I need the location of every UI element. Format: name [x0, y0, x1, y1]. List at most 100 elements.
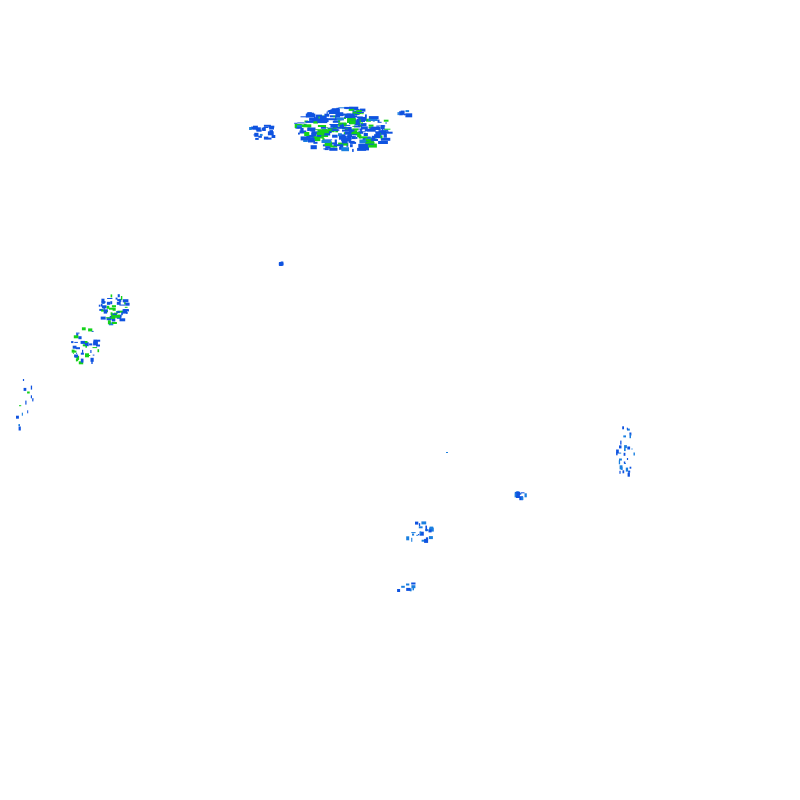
- echo-region-southeast-fragment-2: [406, 521, 434, 543]
- echo-cell: [313, 141, 318, 144]
- echo-cell: [342, 129, 352, 132]
- echo-cell: [112, 307, 116, 311]
- echo-cell: [313, 136, 323, 139]
- echo-cell: [347, 119, 350, 123]
- echo-cell: [269, 127, 274, 130]
- echo-cell: [403, 114, 406, 116]
- echo-cell: [313, 121, 318, 124]
- echo-cell: [249, 127, 252, 130]
- echo-cell: [101, 298, 105, 302]
- echo-cell: [360, 131, 366, 133]
- echo-cell: [106, 317, 112, 319]
- echo-cell: [352, 130, 358, 134]
- echo-cell: [82, 349, 84, 353]
- echo-cell: [92, 354, 95, 356]
- echo-cell: [349, 141, 357, 144]
- echo-cell: [339, 124, 344, 129]
- echo-cell: [80, 352, 84, 355]
- echo-cell: [116, 311, 120, 314]
- echo-cell: [299, 130, 307, 134]
- echo-cell: [363, 147, 368, 150]
- echo-cell: [271, 135, 276, 138]
- echo-cell: [310, 145, 317, 150]
- echo-cell: [300, 116, 308, 118]
- echo-cell: [633, 452, 635, 456]
- echo-region-north-cluster-east: [397, 110, 413, 118]
- echo-cell: [411, 537, 413, 542]
- echo-cell: [358, 146, 366, 149]
- echo-cell: [121, 310, 127, 314]
- echo-cell: [323, 148, 332, 150]
- echo-cell: [406, 536, 410, 541]
- echo-cell: [516, 494, 520, 498]
- echo-cell: [326, 127, 328, 129]
- echo-region-southeast-fragment-3: [397, 582, 416, 592]
- echo-cell: [400, 110, 405, 115]
- echo-cell: [371, 135, 376, 140]
- echo-cell: [30, 385, 33, 390]
- echo-cell: [93, 341, 98, 346]
- echo-cell: [419, 531, 424, 536]
- echo-cell: [259, 133, 263, 136]
- echo-cell: [385, 122, 387, 124]
- echo-cell: [329, 109, 338, 111]
- echo-cell: [71, 341, 74, 344]
- echo-cell: [122, 299, 129, 303]
- echo-cell: [321, 135, 324, 139]
- echo-cell: [334, 139, 337, 143]
- echo-cell: [520, 492, 525, 494]
- echo-cell: [360, 123, 367, 127]
- echo-cell: [294, 122, 298, 124]
- echo-cell: [322, 115, 324, 119]
- echo-cell: [625, 467, 629, 472]
- echo-cell: [297, 126, 300, 129]
- echo-cell: [353, 118, 356, 122]
- echo-cell: [352, 111, 356, 114]
- echo-cell: [358, 130, 363, 132]
- echo-cell: [82, 344, 86, 347]
- echo-cell: [116, 316, 121, 319]
- echo-cell: [411, 585, 416, 589]
- echo-cell: [400, 113, 404, 115]
- echo-cell: [300, 128, 304, 131]
- echo-cell: [76, 332, 80, 334]
- echo-cell: [352, 128, 359, 131]
- echo-cell: [278, 262, 284, 266]
- echo-cell: [113, 315, 119, 317]
- echo-cell: [619, 445, 622, 449]
- echo-cell: [381, 128, 384, 132]
- echo-cell: [345, 113, 354, 118]
- echo-cell: [358, 116, 367, 121]
- echo-cell: [338, 135, 347, 140]
- echo-cell: [81, 327, 86, 331]
- echo-cell: [107, 320, 111, 325]
- echo-cell: [516, 491, 521, 495]
- echo-cell: [106, 301, 111, 305]
- echo-cell: [626, 427, 628, 430]
- echo-cell: [97, 349, 100, 353]
- echo-cell: [397, 112, 399, 116]
- echo-speck: [446, 452, 448, 453]
- echo-cell: [117, 310, 123, 313]
- echo-cell: [375, 132, 380, 137]
- echo-cell: [319, 129, 329, 134]
- echo-cell: [121, 312, 123, 316]
- echo-cell: [119, 318, 126, 322]
- echo-cell: [85, 355, 91, 356]
- echo-cell: [618, 460, 621, 465]
- echo-cell: [266, 137, 272, 140]
- echo-cell: [365, 141, 375, 144]
- echo-cell: [380, 137, 391, 141]
- echo-region-west-cell-lower: [71, 327, 101, 365]
- echo-cell: [380, 135, 383, 139]
- echo-cell: [629, 434, 631, 439]
- echo-cell: [397, 589, 401, 592]
- echo-cell: [350, 144, 353, 148]
- echo-cell: [384, 130, 389, 132]
- echo-cell: [351, 136, 356, 140]
- echo-cell: [263, 136, 269, 140]
- echo-cell: [333, 144, 344, 147]
- echo-cell: [101, 301, 106, 304]
- echo-cell: [304, 132, 310, 136]
- echo-cell: [321, 131, 331, 136]
